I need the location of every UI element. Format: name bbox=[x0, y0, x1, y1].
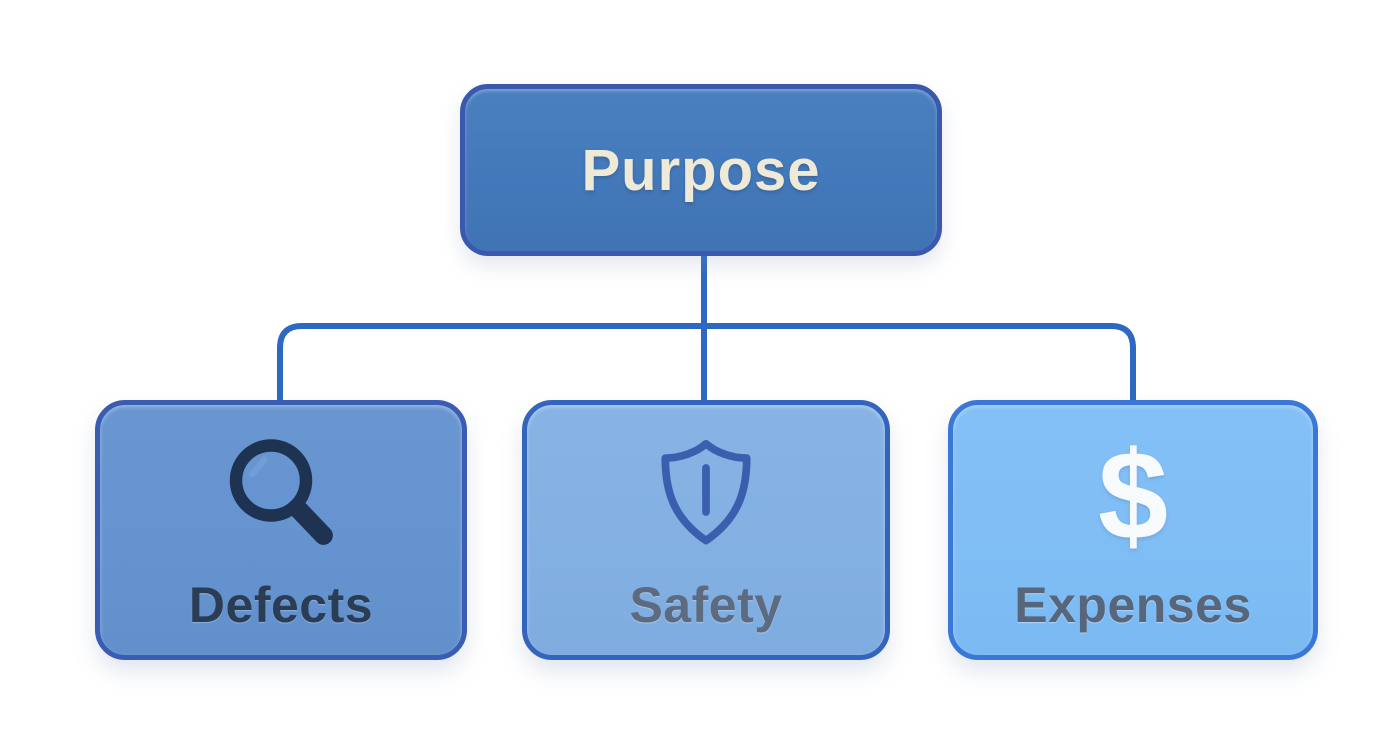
node-purpose: Purpose bbox=[460, 84, 942, 256]
node-expenses-label: Expenses bbox=[1014, 577, 1252, 633]
node-safety: Safety bbox=[522, 400, 890, 660]
node-purpose-label: Purpose bbox=[581, 137, 821, 203]
node-expenses: $ Expenses bbox=[948, 400, 1318, 660]
node-defects-label: Defects bbox=[188, 577, 374, 633]
node-safety-label: Safety bbox=[629, 577, 783, 633]
dollar-sign-glyph: $ bbox=[1097, 424, 1169, 566]
magnifier-icon bbox=[216, 433, 346, 558]
dollar-sign-icon: $ bbox=[1097, 424, 1169, 566]
node-defects: Defects bbox=[95, 400, 467, 660]
shield-icon bbox=[651, 433, 761, 558]
